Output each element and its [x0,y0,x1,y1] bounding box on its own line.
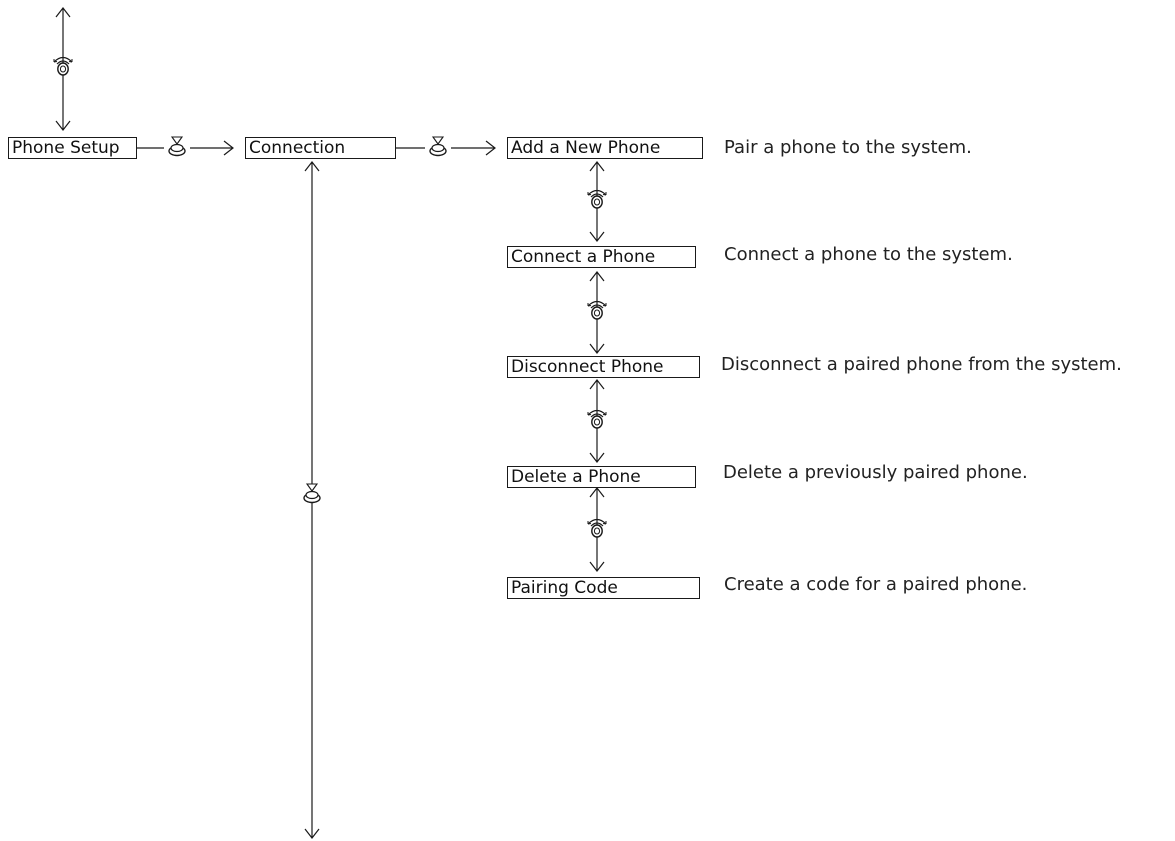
pairing-code-description: Create a code for a paired phone. [724,574,1028,595]
phone-setup-box[interactable]: Phone Setup [8,137,137,159]
add-new-phone-description: Pair a phone to the system. [724,137,972,158]
arrowhead-down [55,120,71,131]
arrowhead-right [223,140,234,156]
disconnect-phone-description: Disconnect a paired phone from the syste… [721,354,1122,375]
pairing-code-box[interactable]: Pairing Code [507,577,700,599]
arrowhead-right [485,140,496,156]
disconnect-phone-box[interactable]: Disconnect Phone [507,356,700,378]
press-knob-icon [168,136,186,157]
delete-phone-box[interactable]: Delete a Phone [507,466,696,488]
connect-phone-box[interactable]: Connect a Phone [507,246,696,268]
press-knob-icon [303,483,321,504]
arrowhead-up [55,7,71,18]
connect-phone-description: Connect a phone to the system. [724,244,1013,265]
delete-phone-description: Delete a previously paired phone. [723,462,1028,483]
connection-box[interactable]: Connection [245,137,396,159]
press-knob-icon [429,136,447,157]
add-new-phone-box[interactable]: Add a New Phone [507,137,703,159]
